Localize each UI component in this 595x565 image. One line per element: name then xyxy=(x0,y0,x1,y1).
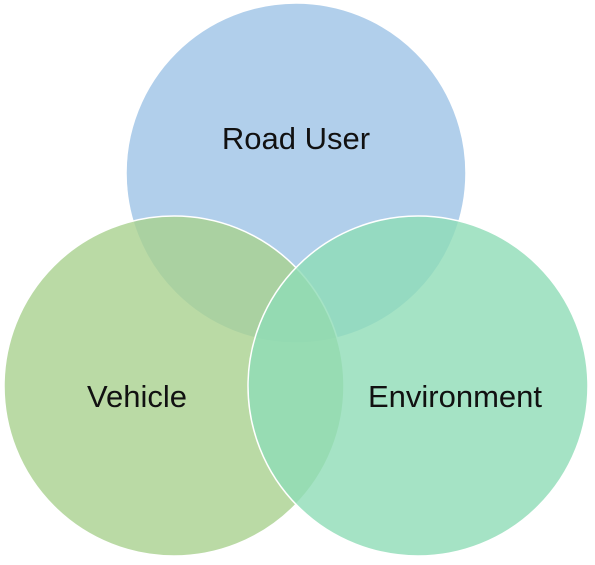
environment-circle xyxy=(247,215,589,557)
environment-label: Environment xyxy=(368,379,542,414)
vehicle-label: Vehicle xyxy=(87,379,187,414)
labels: Road User Vehicle Environment xyxy=(87,121,542,414)
circles xyxy=(3,2,589,557)
road-user-label: Road User xyxy=(222,121,370,156)
